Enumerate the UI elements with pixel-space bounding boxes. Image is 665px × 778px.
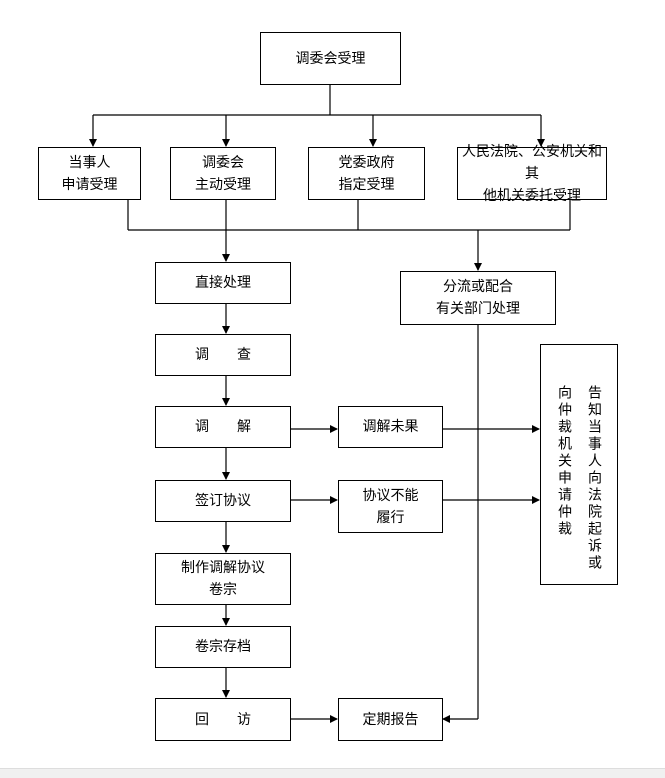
node-make-file: 制作调解协议 卷宗: [155, 553, 291, 605]
node-committee-accept: 调委会受理: [260, 32, 401, 85]
node-revisit: 回 访: [155, 698, 291, 741]
node-archive: 卷宗存档: [155, 626, 291, 668]
node-court-police-entrusted: 人民法院、公安机关和其 他机关委托受理: [457, 144, 607, 204]
node-party-gov-assigned: 党委政府 指定受理: [308, 147, 425, 200]
node-divert-cooperate: 分流或配合 有关部门处理: [400, 271, 556, 325]
node-party-apply: 当事人 申请受理: [38, 147, 141, 200]
node-committee-initiative: 调委会 主动受理: [170, 147, 276, 200]
arbitration-text: 向仲裁机关申请仲裁: [556, 385, 572, 538]
node-arbitration-or-lawsuit: 向仲裁机关申请仲裁 告知当事人向法院起诉或: [540, 344, 618, 585]
node-investigate: 调 查: [155, 334, 291, 376]
node-periodic-report: 定期报告: [338, 698, 443, 741]
node-direct-handling: 直接处理: [155, 262, 291, 304]
bottom-status-bar: [0, 768, 665, 778]
node-sign-agreement: 签订协议: [155, 480, 291, 522]
node-agreement-unfulfilled: 协议不能 履行: [338, 480, 443, 533]
node-mediation-failed: 调解未果: [338, 406, 443, 448]
lawsuit-text: 告知当事人向法院起诉或: [586, 385, 602, 572]
node-mediate: 调 解: [155, 406, 291, 448]
